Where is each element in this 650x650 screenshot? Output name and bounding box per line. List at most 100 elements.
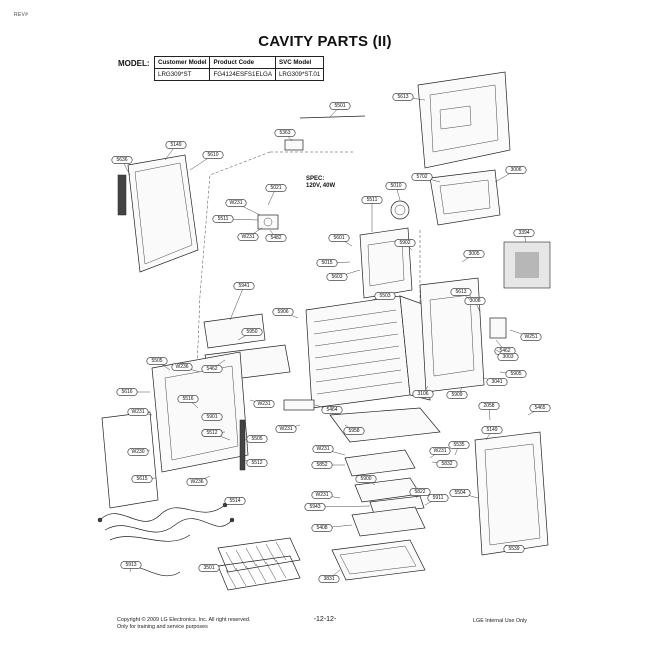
- part-label-w231: W231: [237, 227, 263, 241]
- part-label-5363: 5363: [274, 129, 296, 142]
- part-label-group: 5613 5501 5363 5149 5636 5610 3006 5010 5702 5021…: [111, 93, 551, 583]
- label-text: 5958: [348, 428, 359, 434]
- label-text: 5702: [416, 174, 427, 180]
- label-text: 5610: [207, 152, 218, 158]
- left-side-panel: [117, 154, 199, 273]
- label-text: 5505: [251, 436, 262, 442]
- label-bubble: [326, 273, 348, 281]
- label-text: 3831: [323, 576, 334, 582]
- part-label-5408: 5408: [311, 524, 353, 532]
- label-bubble: [246, 459, 268, 467]
- label-bubble: [436, 460, 458, 468]
- label-text: 5021: [270, 185, 281, 191]
- label-text: 5512: [251, 460, 262, 466]
- part-label-5511: 5511: [212, 215, 259, 223]
- label-text: 5822: [414, 489, 425, 495]
- label-bubble: [497, 353, 519, 361]
- label-text: W251: [524, 334, 537, 340]
- label-text: 5539: [508, 546, 519, 552]
- label-bubble: [233, 282, 255, 290]
- label-text: 5015: [321, 260, 332, 266]
- part-label-5905: 5905: [499, 370, 527, 378]
- label-text: 5613: [397, 94, 408, 100]
- oven-racks: [217, 537, 301, 591]
- part-label-5603: 5603: [326, 269, 361, 281]
- part-label-5504: 5504: [449, 489, 479, 499]
- label-text: 5905: [510, 371, 521, 377]
- model-cell-svc: LRG309*ST.01: [274, 68, 325, 81]
- right-bracket: [489, 317, 507, 339]
- label-text: W236: [190, 479, 203, 485]
- label-bubble: [409, 488, 431, 496]
- label-text: 5462: [206, 366, 217, 372]
- label-text: 5501: [334, 103, 345, 109]
- label-bubble: [529, 404, 551, 412]
- label-bubble: [225, 199, 247, 207]
- label-text: 3041: [491, 379, 502, 385]
- label-text: W231: [315, 492, 328, 498]
- label-bubble: [241, 328, 263, 336]
- label-bubble: [481, 426, 503, 434]
- part-label-w236: W236: [171, 363, 201, 373]
- label-bubble: [411, 173, 433, 181]
- spec-note: SPEC: 120V, 40W: [306, 176, 335, 190]
- part-label-2058: 2058: [478, 402, 500, 421]
- part-label-5601: 5601: [328, 234, 353, 247]
- part-label-5958: 5958: [343, 424, 365, 435]
- label-bubble: [165, 141, 187, 149]
- label-text: 5511: [218, 216, 229, 222]
- label-text: 5516: [182, 396, 193, 402]
- part-label-5941: 5941: [229, 282, 255, 321]
- label-text: W231: [131, 409, 144, 415]
- part-label-5512: 5512: [201, 429, 231, 441]
- part-label-w251: W251: [509, 329, 542, 341]
- label-bubble: [265, 234, 287, 242]
- label-text: 5911: [433, 495, 444, 501]
- label-bubble: [392, 93, 414, 101]
- label-bubble: [311, 461, 333, 469]
- label-text: 3501: [203, 565, 214, 571]
- wire-harness: [97, 502, 235, 542]
- label-text: 5900: [360, 476, 371, 482]
- part-label-w231: W231: [249, 399, 275, 408]
- door-frame: [151, 351, 249, 473]
- label-bubble: [463, 250, 485, 258]
- part-label-3006: 3006: [494, 166, 527, 183]
- part-label-3501: 3501: [198, 564, 226, 572]
- label-text: 3394: [518, 230, 529, 236]
- part-label-5702: 5702: [411, 173, 441, 183]
- part-label-5615: 5615: [131, 475, 157, 483]
- label-text: 5363: [279, 130, 290, 136]
- part-label-5613: 5613: [450, 288, 472, 301]
- part-label-5503: 5503: [371, 292, 396, 301]
- label-bubble: [343, 427, 365, 435]
- top-right-bracket: [429, 169, 501, 226]
- label-text: 5906: [277, 309, 288, 315]
- part-label-5149: 5149: [164, 141, 187, 161]
- rear-panel-top: [417, 71, 511, 169]
- label-text: W231: [241, 234, 254, 240]
- label-text: 5010: [390, 183, 401, 189]
- label-text: 5149: [486, 427, 497, 433]
- label-text: 5464: [326, 407, 337, 413]
- label-text: 5902: [399, 240, 410, 246]
- lamp-assembly: [390, 200, 410, 220]
- part-label-w230: W230: [127, 448, 151, 456]
- part-label-5464: 5464: [314, 404, 343, 414]
- internal-use-note: LGE Internal Use Only: [473, 618, 527, 624]
- part-label-5636: 5636: [111, 156, 133, 176]
- label-bubble: [513, 229, 535, 237]
- part-label-3106: 3106: [412, 385, 434, 398]
- model-table: Customer Model Product Code SVC Model LR…: [153, 56, 325, 81]
- label-text: 5852: [316, 462, 327, 468]
- bottom-panel: [329, 407, 441, 443]
- label-bubble: [449, 489, 471, 497]
- label-text: 2058: [483, 403, 494, 409]
- door-gasket: [101, 411, 159, 509]
- label-text: 5503: [379, 293, 390, 299]
- right-side-panel: [474, 431, 549, 556]
- part-label-5616: 5616: [116, 388, 150, 396]
- label-bubble: [198, 564, 220, 572]
- label-bubble: [450, 288, 472, 296]
